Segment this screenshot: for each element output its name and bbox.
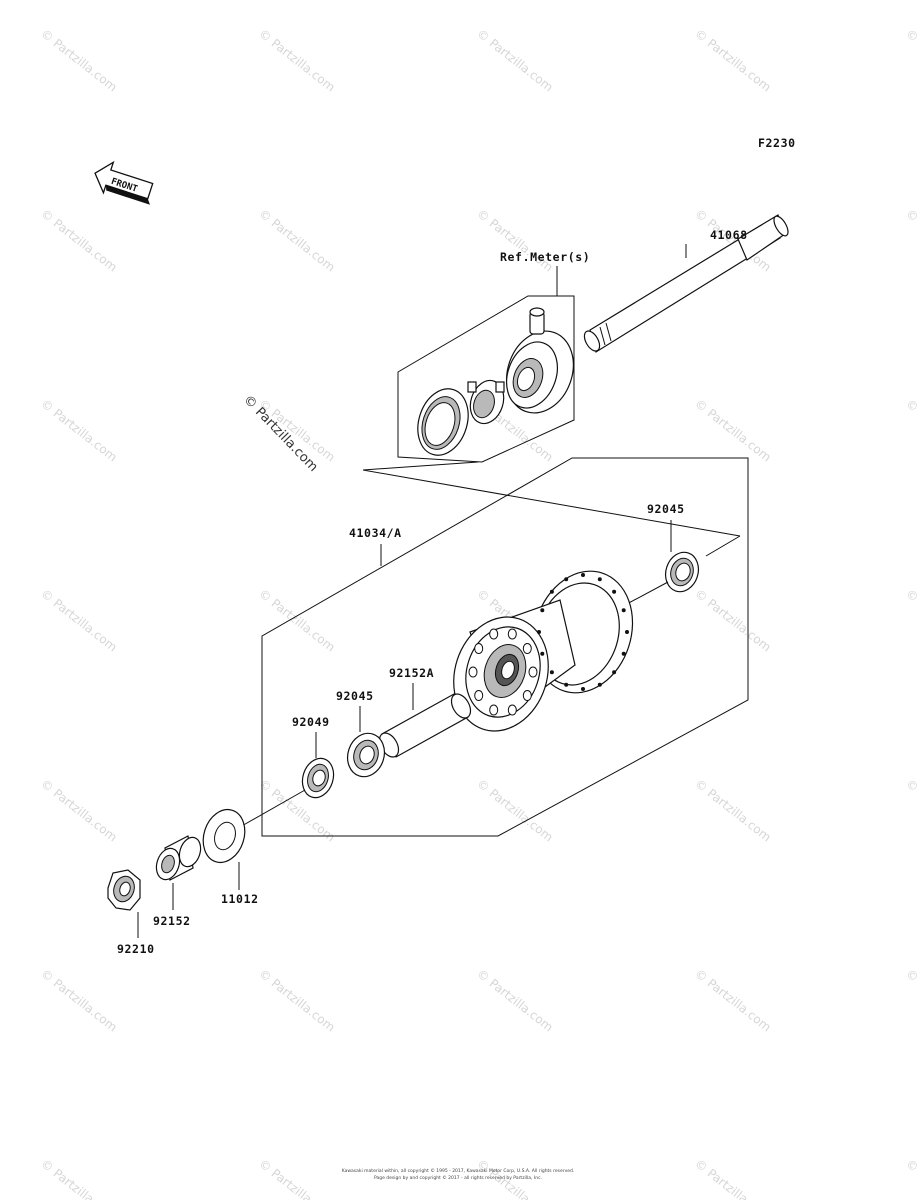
part-label-92045-right: 92045 — [647, 502, 685, 516]
hub-bolt-hole — [489, 704, 499, 716]
part-label-92152a: 92152A — [389, 666, 434, 680]
bearing-right — [664, 551, 700, 593]
watermark-tile: © Partzilla.com — [256, 586, 338, 654]
watermark-tile: © Partzilla.com — [903, 1156, 917, 1200]
meter-gear-housing — [506, 307, 574, 414]
reference-label: Ref.Meter(s) — [500, 250, 590, 264]
axle-nut — [107, 869, 141, 911]
watermark-tile: © Partzilla.com — [38, 586, 120, 654]
flange-spoke-hole — [549, 589, 554, 594]
hub-bolt-hole — [522, 690, 532, 701]
hub-bolt-hole — [507, 628, 517, 640]
watermark-grid: © Partzilla.com © Partzilla.com © Partzill… — [38, 26, 917, 1200]
watermark-tile: © Partzilla.com — [692, 776, 774, 844]
front-arrow-icon: FRONT — [94, 160, 154, 205]
footer-design: Page design by and copyright © 2017 - al… — [374, 1174, 542, 1181]
watermark-tile: © Partzilla.com — [692, 1156, 774, 1200]
meter-drive — [467, 379, 505, 425]
hub-bolt-hole — [489, 628, 499, 640]
axle — [583, 214, 789, 353]
watermark-tile: © Partzilla.com — [903, 776, 917, 844]
hub-bolt-hole — [474, 690, 484, 701]
hub-bolt-hole — [522, 643, 532, 654]
watermark-tile: © Partzilla.com — [474, 206, 556, 274]
hub-bolt-hole — [474, 643, 484, 654]
flange-spoke-hole — [597, 577, 602, 582]
watermark-tile: © Partzilla.com — [256, 1156, 338, 1200]
watermark-tile: © Partzilla.com — [903, 586, 917, 654]
part-label-11012: 11012 — [221, 892, 259, 906]
watermark-tile: © Partzilla.com — [903, 396, 917, 464]
part-label-41068: 41068 — [710, 228, 748, 242]
watermark-tile: © Partzilla.com — [692, 26, 774, 94]
watermark-tile: © Partzilla.com — [38, 206, 120, 274]
bearing-left — [346, 732, 386, 778]
flange-spoke-hole — [564, 577, 569, 582]
watermark-tile: © Partzilla.com — [256, 206, 338, 274]
meter-group-outline — [397, 295, 575, 463]
part-label-92045-left: 92045 — [336, 689, 374, 703]
watermark-tile: © Partzilla.com — [692, 966, 774, 1034]
part-label-92152: 92152 — [153, 914, 191, 928]
watermark-tile: © Partzilla.com — [474, 966, 556, 1034]
flange-spoke-hole — [597, 682, 602, 687]
long-spacer — [378, 693, 472, 758]
watermark-tile: © Partzilla.com — [38, 776, 120, 844]
oil-seal — [301, 757, 335, 799]
hub-bolt-hole — [468, 666, 478, 678]
part-label-92049: 92049 — [292, 715, 330, 729]
watermark-tile: © Partzilla.com — [256, 966, 338, 1034]
flange-spoke-hole — [612, 589, 617, 594]
watermark-tile: © Partzilla.com — [474, 26, 556, 94]
flange-spoke-hole — [625, 630, 629, 634]
hub-group-outline — [261, 457, 749, 837]
flange-spoke-hole — [621, 608, 626, 613]
watermark-tile: © Partzilla.com — [38, 26, 120, 94]
meter-ring — [417, 388, 469, 456]
flange-spoke-hole — [581, 573, 585, 577]
hub-bolt-hole — [507, 704, 517, 716]
watermark-tile: © Partzilla.com — [903, 26, 917, 94]
flange-spoke-hole — [540, 608, 545, 613]
watermark-tile: © Partzilla.com — [38, 396, 120, 464]
flange-spoke-hole — [537, 630, 541, 634]
watermark-tile: © Partzilla.com — [903, 206, 917, 274]
flange-spoke-hole — [612, 670, 617, 675]
watermark-tile: © Partzilla.com — [256, 26, 338, 94]
footer-copyright: Kawasaki material within, all copyright … — [342, 1167, 575, 1174]
watermark-tile: © Partzilla.com — [38, 1156, 120, 1200]
collar-plate — [202, 808, 246, 864]
wheel-hub — [453, 570, 634, 732]
watermark-tile: © Partzilla.com — [474, 776, 556, 844]
watermark-tile: © Partzilla.com — [38, 966, 120, 1034]
flange-spoke-hole — [549, 670, 554, 675]
hub-bolt-hole — [528, 666, 538, 678]
part-label-41034a: 41034/A — [349, 526, 402, 540]
part-label-92210: 92210 — [117, 942, 155, 956]
diagram-code: F2230 — [758, 136, 796, 150]
watermark-tile: © Partzilla.com — [692, 396, 774, 464]
flange-spoke-hole — [540, 651, 545, 656]
flange-spoke-hole — [564, 682, 569, 687]
flange-spoke-hole — [581, 687, 585, 691]
watermark-tile: © Partzilla.com — [692, 586, 774, 654]
collar — [155, 835, 202, 881]
flange-spoke-hole — [621, 651, 626, 656]
watermark-tile: © Partzilla.com — [903, 966, 917, 1034]
